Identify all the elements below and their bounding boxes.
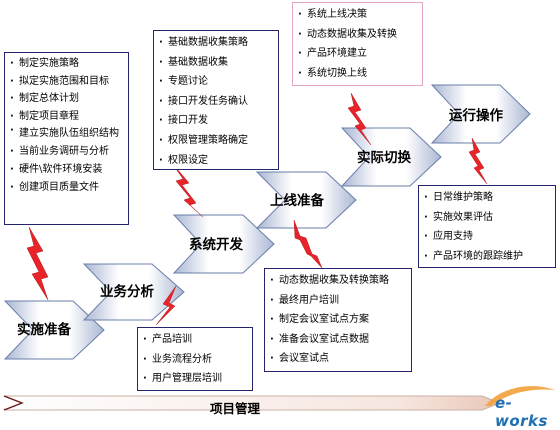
task-item: 会议室试点 [270, 349, 406, 369]
task-item: 硬件\软件环境安装 [10, 161, 123, 179]
task-item: 建立实施队伍组织结构 [10, 125, 123, 143]
lightning-icon-2 [155, 285, 177, 326]
task-item: 日常维护策略 [424, 188, 550, 208]
task-item: 产品培训 [143, 330, 247, 350]
task-item: 实施效果评估 [424, 208, 550, 228]
task-item: 最终用户培训 [270, 291, 406, 311]
task-box-business-analysis: 产品培训 业务流程分析 用户管理层培训 [137, 327, 253, 391]
lightning-icon-6 [468, 137, 488, 185]
task-item: 权限管理策略确定 [159, 131, 273, 151]
task-item: 应用支持 [424, 227, 550, 247]
task-item: 产品环境建立 [298, 44, 417, 64]
task-item: 基础数据收集 [159, 53, 273, 73]
task-item: 权限设定 [159, 151, 273, 171]
task-box-go-live-prep: 动态数据收集及转换策略 最终用户培训 制定会议室试点方案 准备会议室试点数据 会… [264, 268, 412, 372]
phase-arrow-business-analysis [82, 263, 185, 321]
lightning-icon-1 [26, 226, 49, 301]
task-item: 制定项目章程 [10, 108, 123, 126]
task-item: 产品环境的跟踪维护 [424, 247, 550, 267]
phase-arrow-implement-prep [3, 300, 105, 360]
task-item: 业务流程分析 [143, 350, 247, 370]
phase-arrow-go-live-prep [255, 171, 357, 229]
diagram-canvas [3, 84, 531, 411]
task-item: 拟定实施范围和目标 [10, 73, 123, 91]
e-works-logo: e-works [478, 384, 558, 430]
task-box-cutover: 系统上线决策 动态数据收集及转换 产品环境建立 系统切换上线 [292, 2, 423, 86]
task-item: 制定总体计划 [10, 90, 123, 108]
logo-swoosh-icon [485, 386, 555, 406]
task-item: 系统切换上线 [298, 64, 417, 84]
task-item: 接口开发任务确认 [159, 92, 273, 112]
phase-arrow-cutover [340, 127, 442, 187]
task-item: 用户管理层培训 [143, 369, 247, 389]
task-item: 准备会议室试点数据 [270, 330, 406, 350]
logo-text: e-works [495, 394, 548, 430]
task-item: 创建项目质量文件 [10, 179, 123, 197]
phase-arrow-operation [430, 84, 531, 144]
task-item: 动态数据收集及转换策略 [270, 271, 406, 291]
task-item: 当前业务调研与分析 [10, 143, 123, 161]
task-item: 制定会议室试点方案 [270, 310, 406, 330]
task-box-implement-prep: 制定实施策略 拟定实施范围和目标 制定总体计划 制定项目章程 建立实施队伍组织结… [4, 52, 129, 225]
task-item: 动态数据收集及转换 [298, 25, 417, 45]
task-box-system-dev: 基础数据收集策略 基础数据收集 专题讨论 接口开发任务确认 接口开发 权限管理策… [153, 30, 279, 170]
lightning-icon-5 [347, 92, 372, 146]
project-management-label: 项目管理 [210, 401, 261, 416]
task-item: 系统上线决策 [298, 5, 417, 25]
phase-arrow-system-dev [172, 214, 275, 274]
task-item: 制定实施策略 [10, 55, 123, 73]
task-box-operation: 日常维护策略 实施效果评估 应用支持 产品环境的跟踪维护 [418, 185, 556, 268]
task-item: 基础数据收集策略 [159, 33, 273, 53]
task-item: 专题讨论 [159, 72, 273, 92]
task-item: 接口开发 [159, 111, 273, 131]
lightning-icon-3 [171, 162, 204, 218]
